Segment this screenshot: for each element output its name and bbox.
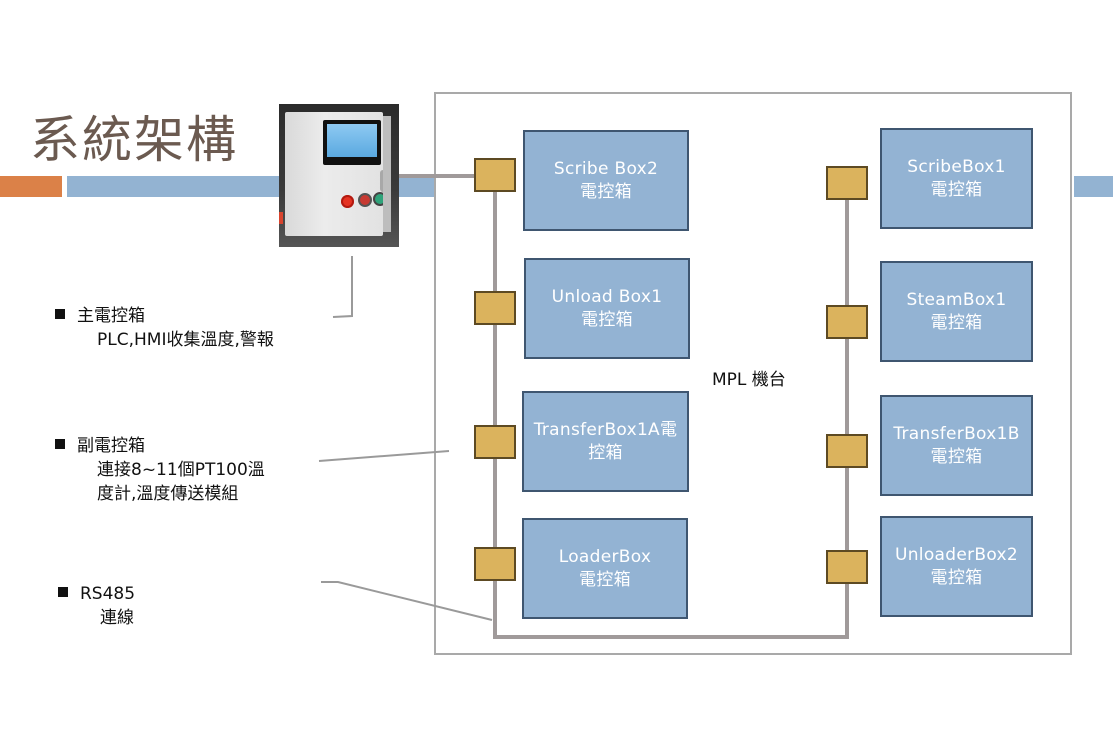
- bullet-marker-icon: [55, 439, 65, 449]
- main-cabinet-photo: [279, 104, 399, 247]
- accent-bar-orange: [0, 176, 62, 197]
- rs485-node: [474, 158, 516, 192]
- control-box-loaderbox: LoaderBox 電控箱: [522, 518, 688, 619]
- mpl-machine-label: MPL 機台: [712, 370, 786, 390]
- control-box-unloaderbox2: UnloaderBox2 電控箱: [880, 516, 1033, 617]
- callout-main-cabinet: [332, 256, 353, 318]
- control-box-scribe-box2: Scribe Box2 電控箱: [523, 130, 689, 231]
- callout-sub-cabinet: [318, 450, 450, 462]
- cabinet-body: [285, 112, 387, 236]
- rs485-node: [474, 547, 516, 581]
- rs485-node: [474, 291, 516, 325]
- callout-rs485: [321, 581, 493, 621]
- bullet-marker-icon: [55, 309, 65, 319]
- control-box-scribebox1: ScribeBox1 電控箱: [880, 128, 1033, 229]
- control-box-steambox1: SteamBox1 電控箱: [880, 261, 1033, 362]
- slide-title: 系統架構: [30, 111, 238, 169]
- bullet-main-cabinet: 主電控箱 PLC,HMI收集溫度,警報: [55, 304, 274, 352]
- bullet-marker-icon: [58, 587, 68, 597]
- bullet-sub-cabinet: 副電控箱 連接8~11個PT100溫 度計,溫度傳送模組: [55, 434, 265, 506]
- control-box-unload-box1: Unload Box1 電控箱: [524, 258, 690, 359]
- rs485-node: [826, 305, 868, 339]
- control-box-transferbox1b: TransferBox1B 電控箱: [880, 395, 1033, 496]
- emergency-stop-button: [341, 195, 354, 208]
- bullet-rs485: RS485 連線: [58, 582, 135, 630]
- rs485-node: [826, 166, 868, 200]
- rs485-node: [826, 550, 868, 584]
- rs485-node: [826, 434, 868, 468]
- red-pushbutton: [358, 193, 372, 207]
- hmi-touchscreen: [323, 120, 381, 165]
- cabinet-side: [383, 116, 391, 232]
- control-box-transferbox1a: TransferBox1A電 控箱: [522, 391, 689, 492]
- rs485-node: [474, 425, 516, 459]
- accent-bar-blue-right: [1074, 176, 1113, 197]
- mpl-machine-frame: [434, 92, 1072, 655]
